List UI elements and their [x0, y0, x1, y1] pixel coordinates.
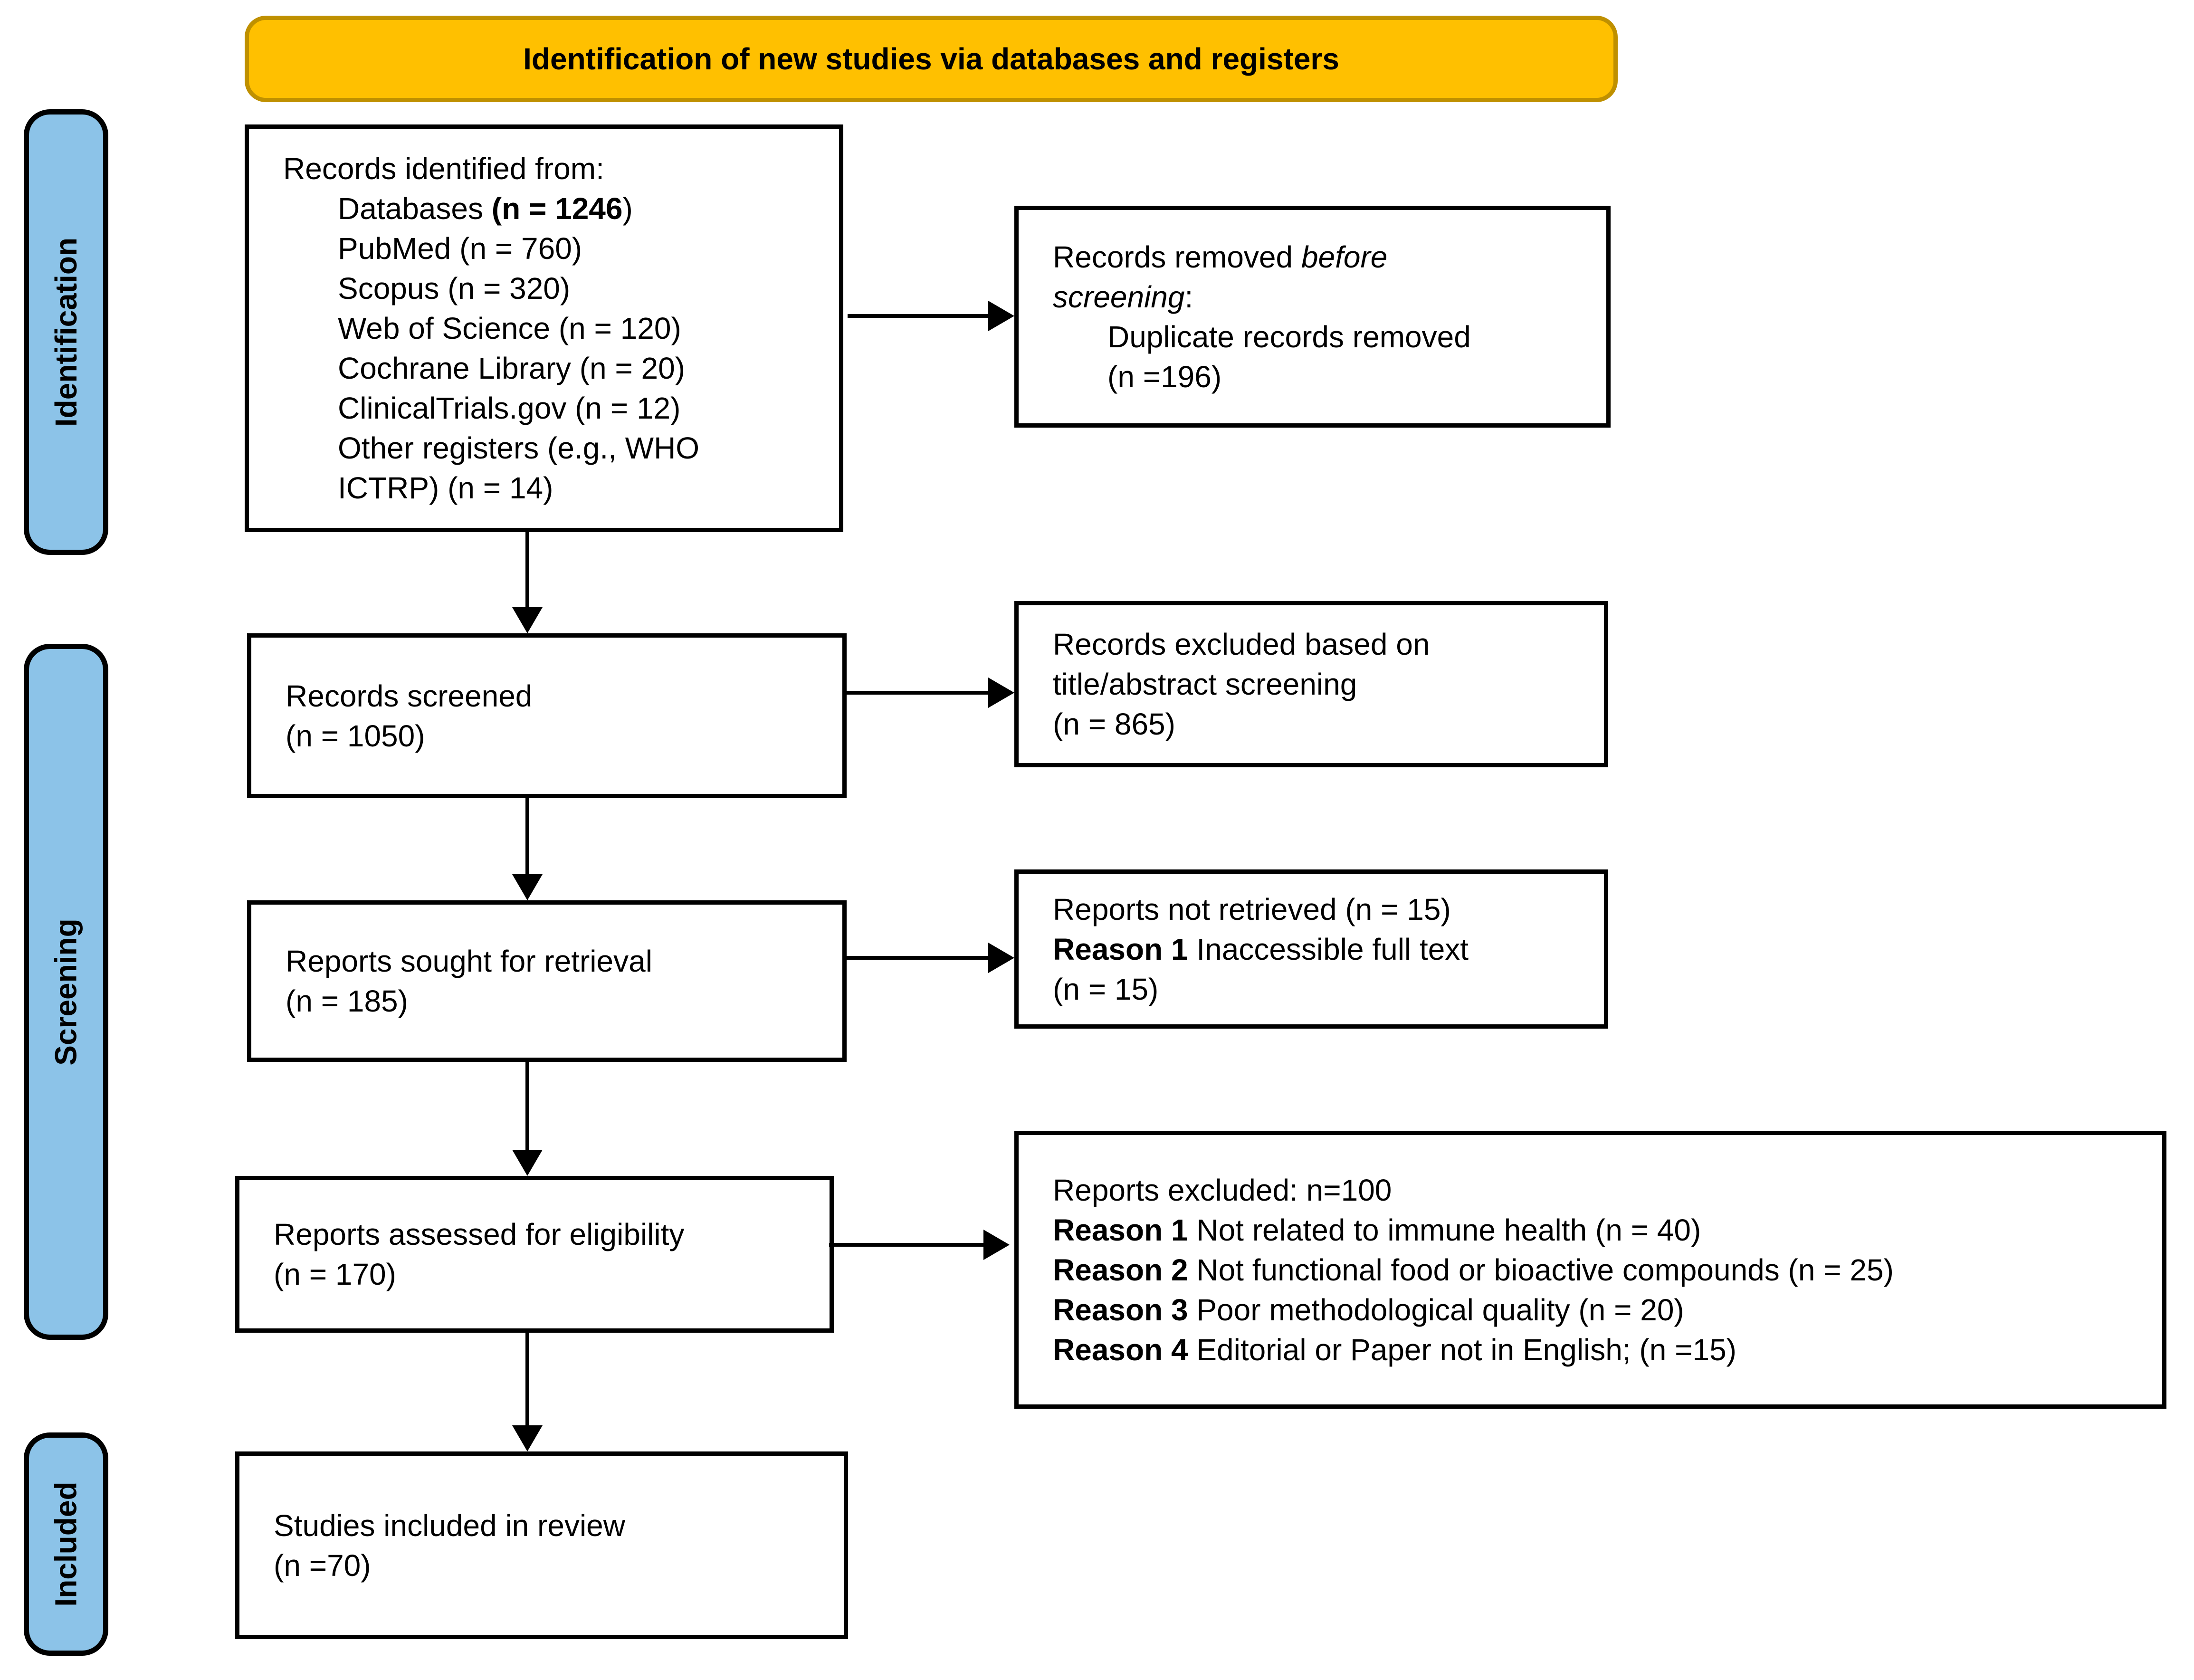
box-text-line: ClinicalTrials.gov (n = 12) — [283, 388, 830, 428]
text-segment: Poor methodological quality (n = 20) — [1188, 1292, 1684, 1327]
box-text-line: Reason 3 Poor methodological quality (n … — [1053, 1290, 2153, 1330]
arrow-assessed-to-excluded-reasons — [829, 1243, 983, 1247]
text-segment: (n = 865) — [1053, 707, 1175, 741]
box-text-line: (n = 1050) — [286, 716, 833, 756]
text-segment: title/abstract screening — [1053, 667, 1357, 701]
text-segment: (n =196) — [1107, 359, 1222, 394]
box-text-line: Reports excluded: n=100 — [1053, 1170, 2153, 1210]
stage-label-identification-text: Identification — [49, 237, 83, 427]
box-text-line: Records identified from: — [283, 149, 830, 189]
text-segment: (n = 1246 — [491, 191, 623, 226]
box-studies-included-review: Studies included in review (n =70) — [235, 1451, 848, 1639]
box-text-line: (n = 15) — [1053, 969, 1594, 1009]
text-segment: PubMed (n = 760) — [338, 231, 582, 266]
box-text-line: Databases (n = 1246) — [283, 189, 830, 229]
text-segment: (n = 185) — [286, 984, 408, 1018]
text-segment: Reports not retrieved (n = 15) — [1053, 892, 1451, 926]
text-segment: Duplicate records removed — [1107, 319, 1471, 354]
text-segment: (n = 1050) — [286, 718, 425, 753]
text-segment: (n = 15) — [1053, 972, 1159, 1006]
arrow-screened-to-excluded — [847, 691, 988, 695]
stage-label-included: Included — [24, 1432, 108, 1656]
box-records-screened: Records screened (n = 1050) — [247, 633, 847, 798]
box-text-line: Duplicate records removed — [1053, 317, 1597, 357]
box-reports-sought-retrieval: Reports sought for retrieval (n = 185) — [247, 900, 847, 1062]
stage-label-identification: Identification — [24, 109, 108, 555]
box-text-line: Reports assessed for eligibility — [274, 1214, 820, 1254]
box-text-line: Studies included in review — [274, 1506, 834, 1546]
text-segment: screening — [1053, 279, 1185, 314]
text-segment: Inaccessible full text — [1188, 932, 1469, 966]
box-text-line: Scopus (n = 320) — [283, 268, 830, 308]
box-text-line: (n = 865) — [1053, 704, 1594, 744]
box-records-identified: Records identified from:Databases (n = 1… — [245, 124, 843, 532]
arrow-screened-to-sought — [525, 798, 529, 874]
stage-label-screening-text: Screening — [49, 918, 83, 1066]
text-segment: Web of Science (n = 120) — [338, 311, 681, 345]
box-text-line: PubMed (n = 760) — [283, 229, 830, 268]
box-text-line: Reason 1 Inaccessible full text — [1053, 929, 1594, 969]
box-text-line: Records excluded based on — [1053, 624, 1594, 664]
text-segment: Other registers (e.g., WHO — [338, 431, 700, 465]
stage-label-screening: Screening — [24, 644, 108, 1340]
arrow-identified-to-screened — [525, 532, 529, 607]
box-text-line: title/abstract screening — [1053, 664, 1594, 704]
text-segment: Reports sought for retrieval — [286, 944, 652, 978]
text-segment: ClinicalTrials.gov (n = 12) — [338, 391, 681, 425]
box-text-line: Reason 2 Not functional food or bioactiv… — [1053, 1250, 2153, 1290]
text-segment: Records identified from: — [283, 152, 604, 186]
arrow-assessed-to-included — [525, 1333, 529, 1425]
box-reports-assessed-eligibility: Reports assessed for eligibility (n = 170… — [235, 1176, 834, 1333]
arrow-sought-to-assessed — [525, 1062, 529, 1150]
text-segment: Editorial or Paper not in English; (n =1… — [1188, 1332, 1736, 1367]
text-segment: Reports assessed for eligibility — [274, 1217, 685, 1251]
box-text-line: Reason 4 Editorial or Paper not in Engli… — [1053, 1330, 2153, 1370]
text-segment: Not related to immune health (n = 40) — [1188, 1212, 1701, 1247]
box-text-line: Cochrane Library (n = 20) — [283, 348, 830, 388]
box-text-line: Reason 1 Not related to immune health (n… — [1053, 1210, 2153, 1250]
text-segment: Scopus (n = 320) — [338, 271, 571, 305]
text-segment: Reason 1 — [1053, 1212, 1188, 1247]
arrow-identified-to-removed — [848, 314, 988, 318]
box-text-line: Records removed before — [1053, 237, 1597, 277]
text-segment: Reports excluded: n=100 — [1053, 1173, 1392, 1207]
text-segment: Cochrane Library (n = 20) — [338, 351, 686, 385]
text-segment: Reason 1 — [1053, 932, 1188, 966]
text-segment: ) — [622, 191, 633, 226]
text-segment: (n =70) — [274, 1548, 371, 1583]
diagram-title-banner: Identification of new studies via databa… — [245, 16, 1618, 102]
box-text-line: Web of Science (n = 120) — [283, 308, 830, 348]
box-text-line: (n =196) — [1053, 357, 1597, 397]
diagram-title: Identification of new studies via databa… — [523, 42, 1339, 76]
box-text-line: screening: — [1053, 277, 1597, 317]
text-segment: before — [1301, 239, 1388, 274]
text-segment: ICTRP) (n = 14) — [338, 471, 553, 505]
box-text-line: (n = 170) — [274, 1254, 820, 1294]
box-text-line: Other registers (e.g., WHO — [283, 428, 830, 468]
box-records-excluded-title-abstract: Records excluded based on title/abstract … — [1014, 601, 1608, 767]
box-text-line: Reports sought for retrieval — [286, 941, 833, 981]
text-segment: Databases — [338, 191, 492, 226]
text-segment: Records excluded based on — [1053, 627, 1430, 661]
text-segment: Records screened — [286, 678, 533, 713]
text-segment: Not functional food or bioactive compoun… — [1188, 1252, 1894, 1287]
box-text-line: Records screened — [286, 676, 833, 716]
box-text-line: ICTRP) (n = 14) — [283, 468, 830, 508]
text-segment: (n = 170) — [274, 1257, 396, 1291]
text-segment: Records removed — [1053, 239, 1301, 274]
box-reports-not-retrieved: Reports not retrieved (n = 15)Reason 1 I… — [1014, 869, 1608, 1029]
text-segment: Reason 4 — [1053, 1332, 1188, 1367]
box-text-line: (n = 185) — [286, 981, 833, 1021]
text-segment: Reason 3 — [1053, 1292, 1188, 1327]
stage-label-included-text: Included — [49, 1481, 83, 1607]
text-segment: Studies included in review — [274, 1508, 625, 1543]
text-segment: : — [1184, 279, 1193, 314]
text-segment: Reason 2 — [1053, 1252, 1188, 1287]
box-text-line: (n =70) — [274, 1546, 834, 1585]
arrow-sought-to-not-retrieved — [847, 956, 988, 960]
box-text-line: Reports not retrieved (n = 15) — [1053, 889, 1594, 929]
